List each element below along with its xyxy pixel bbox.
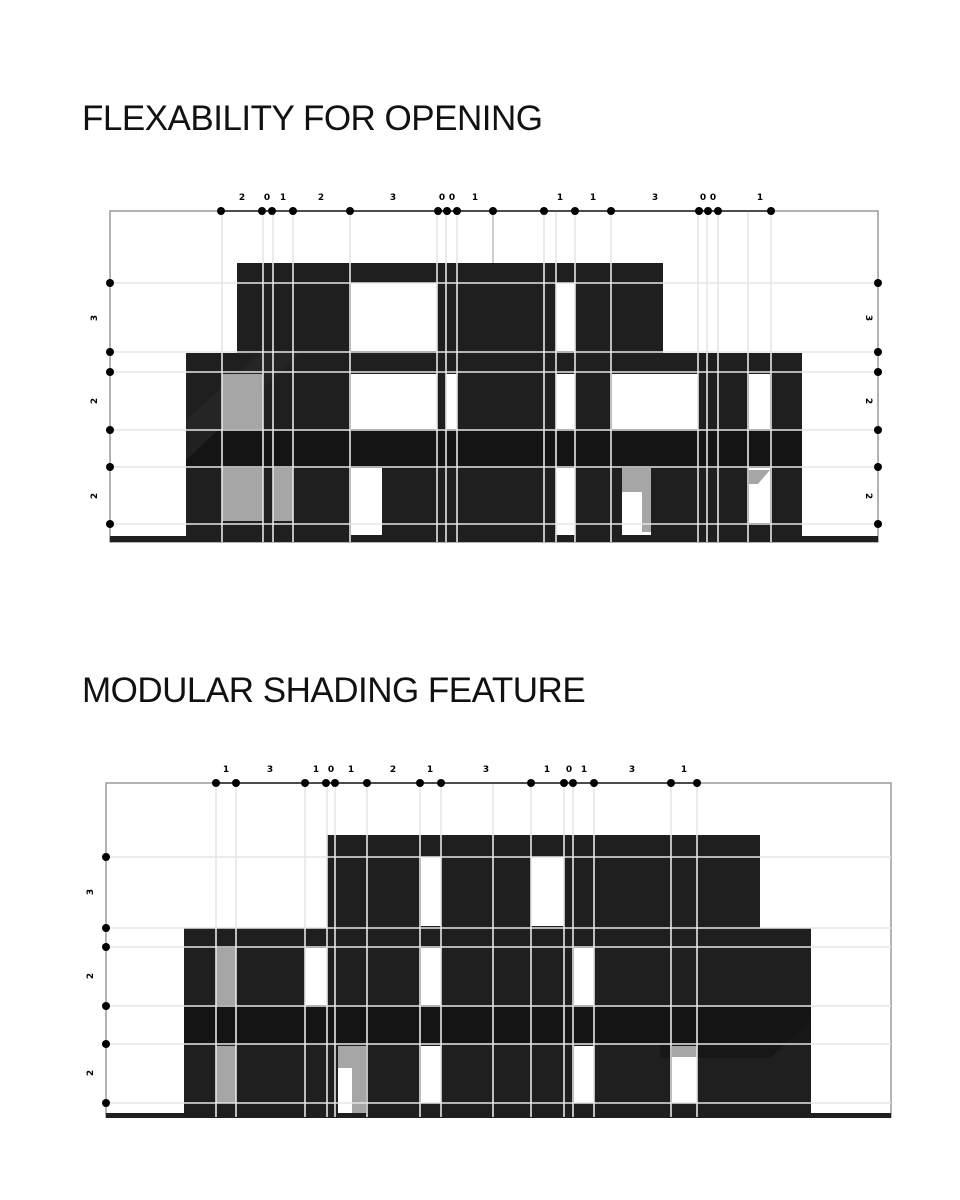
top-dim-label: 3 bbox=[629, 765, 635, 775]
module-grid bbox=[106, 783, 891, 1117]
module-grid bbox=[110, 211, 878, 542]
left-dimension-labels: 3 2 2 bbox=[86, 889, 96, 1076]
ground-line bbox=[110, 536, 878, 542]
top-dim-label: 0 bbox=[439, 193, 445, 203]
top-dim-label: 1 bbox=[681, 765, 687, 775]
top-dim-label: 2 bbox=[390, 765, 396, 775]
left-dim-label: 3 bbox=[86, 889, 96, 895]
shading-panels bbox=[216, 948, 697, 1114]
top-dim-label: 1 bbox=[280, 193, 286, 203]
top-dim-label: 3 bbox=[483, 765, 489, 775]
section-title-opening: FLEXABILITY FOR OPENING bbox=[82, 99, 543, 138]
top-dim-label: 0 bbox=[700, 193, 706, 203]
section-title-shading: MODULAR SHADING FEATURE bbox=[82, 671, 586, 710]
top-dim-label: 2 bbox=[318, 193, 324, 203]
right-dim-label: 2 bbox=[863, 398, 873, 404]
right-dimension-labels: 3 2 2 bbox=[863, 315, 873, 499]
right-dim-label: 3 bbox=[863, 315, 873, 321]
shading-panels bbox=[222, 374, 770, 532]
ground-line bbox=[106, 1113, 891, 1118]
left-dim-label: 2 bbox=[90, 398, 100, 404]
top-dimension-nodes bbox=[217, 207, 775, 215]
top-dim-label: 0 bbox=[566, 765, 572, 775]
top-dimension-nodes bbox=[212, 779, 701, 787]
top-dim-label: 1 bbox=[472, 193, 478, 203]
right-dimension-nodes bbox=[874, 279, 882, 528]
left-dim-label: 2 bbox=[90, 493, 100, 499]
left-dim-label: 2 bbox=[86, 973, 96, 979]
top-dim-label: 0 bbox=[449, 193, 455, 203]
top-dim-label: 1 bbox=[223, 765, 229, 775]
top-dim-label: 0 bbox=[264, 193, 270, 203]
top-dimension-labels: 2 0 1 2 3 0 0 1 1 1 3 0 0 1 bbox=[239, 193, 763, 203]
top-dim-label: 3 bbox=[267, 765, 273, 775]
top-dim-label: 1 bbox=[581, 765, 587, 775]
left-dimension-labels: 3 2 2 bbox=[90, 315, 100, 499]
top-dim-label: 0 bbox=[710, 193, 716, 203]
top-dim-label: 1 bbox=[427, 765, 433, 775]
top-dim-label: 1 bbox=[757, 193, 763, 203]
top-dim-label: 0 bbox=[328, 765, 334, 775]
left-dim-label: 2 bbox=[86, 1070, 96, 1076]
top-dim-label: 1 bbox=[313, 765, 319, 775]
top-dim-label: 2 bbox=[239, 193, 245, 203]
left-dimension-nodes bbox=[102, 853, 110, 1107]
right-dim-label: 2 bbox=[863, 493, 873, 499]
top-dim-label: 1 bbox=[544, 765, 550, 775]
window-openings bbox=[305, 857, 697, 1114]
top-dim-label: 1 bbox=[348, 765, 354, 775]
left-dimension-nodes bbox=[106, 279, 114, 528]
top-dimension-labels: 1 3 1 0 1 2 1 3 1 0 1 3 1 bbox=[223, 765, 687, 775]
top-dim-label: 1 bbox=[557, 193, 563, 203]
left-dim-label: 3 bbox=[90, 315, 100, 321]
top-dim-label: 3 bbox=[652, 193, 658, 203]
top-dim-label: 3 bbox=[390, 193, 396, 203]
top-dim-label: 1 bbox=[590, 193, 596, 203]
elevation-diagram-opening: 2 0 1 2 3 0 0 1 1 1 3 0 0 1 3 2 2 3 2 2 bbox=[90, 193, 882, 543]
facade-masses bbox=[184, 835, 811, 1114]
